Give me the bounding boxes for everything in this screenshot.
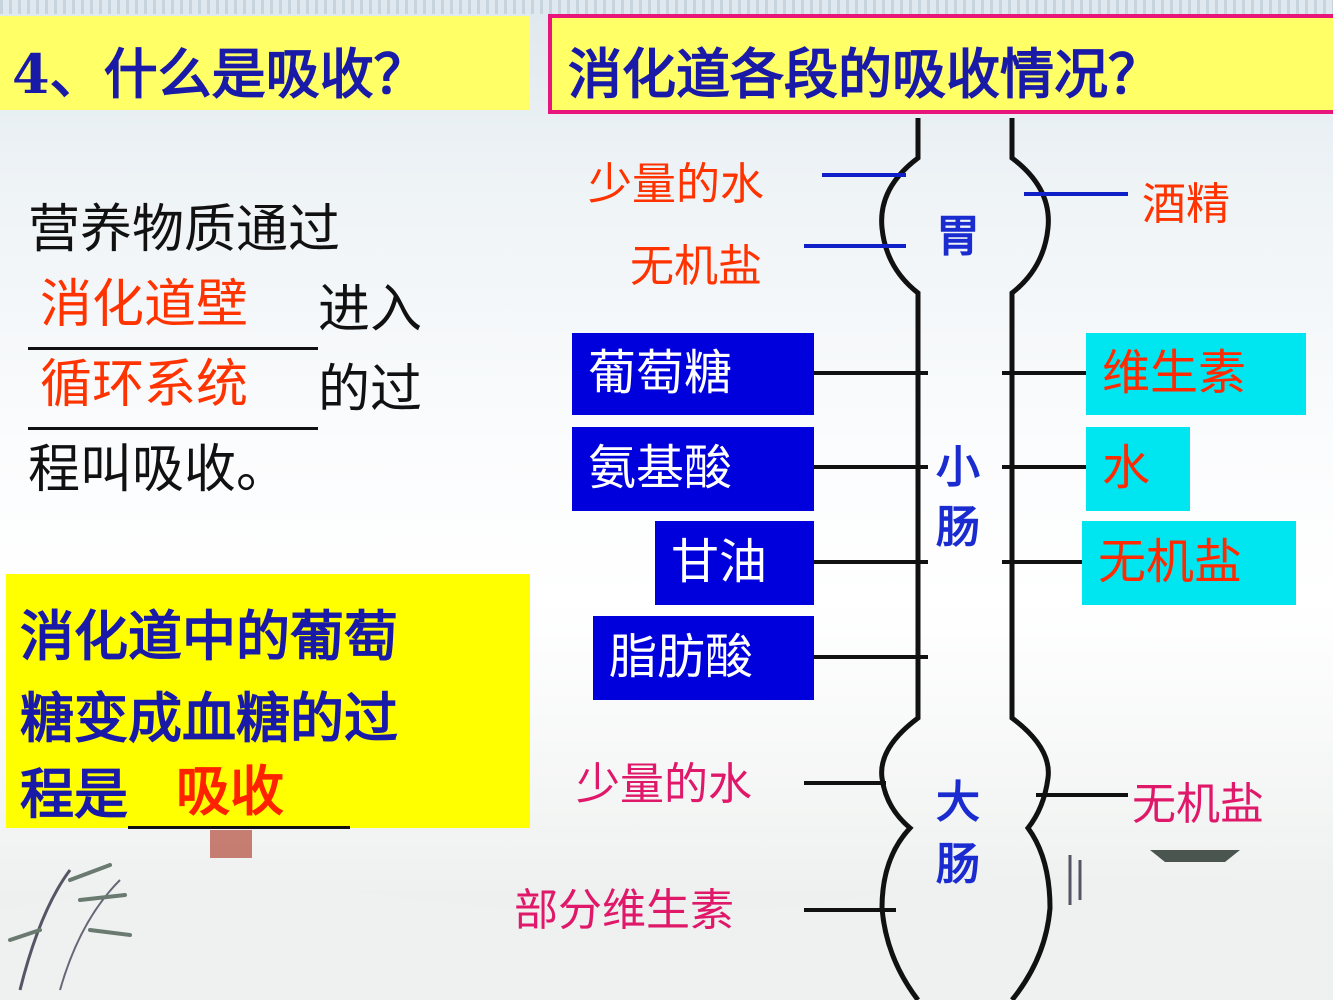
question-line-3: 程是 bbox=[20, 763, 128, 826]
large-intestine-right-label-1: 无机盐 bbox=[1132, 779, 1264, 830]
question-answer: 吸收 bbox=[176, 760, 284, 823]
small-intestine-left-box-4: 脂肪酸 bbox=[593, 616, 814, 700]
definition-blank-1: 消化道壁 bbox=[28, 275, 318, 350]
definition-text-2: 进入 bbox=[318, 280, 423, 340]
question-title-box: 4、什么是吸收？ bbox=[0, 16, 530, 110]
small-intestine-right-box-1: 维生素 bbox=[1086, 333, 1306, 415]
definition-answer-2: 循环系统 bbox=[40, 355, 249, 415]
small-intestine-text: 小肠 bbox=[936, 442, 980, 553]
question-blank: 吸收 bbox=[128, 760, 350, 829]
definition-text-4: 程叫吸收。 bbox=[28, 440, 289, 500]
top-decoration-strip bbox=[0, 0, 1333, 14]
small-intestine-left-box-2: 氨基酸 bbox=[572, 427, 814, 511]
stomach-left-label-1: 少量的水 bbox=[588, 159, 764, 210]
stomach-right-label-1: 酒精 bbox=[1142, 179, 1230, 230]
small-intestine-label: 小肠 bbox=[928, 438, 988, 558]
absorption-definition: 营养物质通过 消化道壁 进入 循环系统 的过 程叫吸收。 bbox=[28, 190, 488, 510]
diagram-title: 消化道各段的吸收情况？ bbox=[568, 42, 1162, 106]
large-intestine-left-label-1: 少量的水 bbox=[576, 759, 752, 810]
definition-answer-1: 消化道壁 bbox=[40, 275, 249, 335]
definition-blank-2: 循环系统 bbox=[28, 355, 318, 430]
large-intestine-label: 大肠 bbox=[928, 772, 988, 896]
stomach-left-label-2: 无机盐 bbox=[630, 241, 762, 292]
question-line-2: 糖变成血糖的过 bbox=[20, 687, 398, 750]
small-intestine-right-box-3: 无机盐 bbox=[1082, 521, 1296, 605]
definition-text-1: 营养物质通过 bbox=[28, 200, 341, 260]
stomach-label: 胃 bbox=[936, 211, 980, 262]
ink-landscape-decoration bbox=[0, 830, 1333, 1000]
small-intestine-left-box-1: 葡萄糖 bbox=[572, 333, 814, 415]
large-intestine-text: 大肠 bbox=[936, 777, 980, 890]
question-title: 4、什么是吸收？ bbox=[12, 42, 428, 106]
definition-text-3: 的过 bbox=[318, 360, 423, 420]
question-box: 消化道中的葡萄 糖变成血糖的过 程是吸收 bbox=[6, 574, 530, 829]
small-intestine-right-box-2: 水 bbox=[1086, 427, 1190, 511]
small-intestine-left-box-3: 甘油 bbox=[655, 521, 814, 605]
diagram-title-box: 消化道各段的吸收情况？ bbox=[548, 14, 1333, 114]
question-line-1: 消化道中的葡萄 bbox=[20, 605, 398, 668]
large-intestine-left-label-2: 部分维生素 bbox=[514, 885, 734, 936]
